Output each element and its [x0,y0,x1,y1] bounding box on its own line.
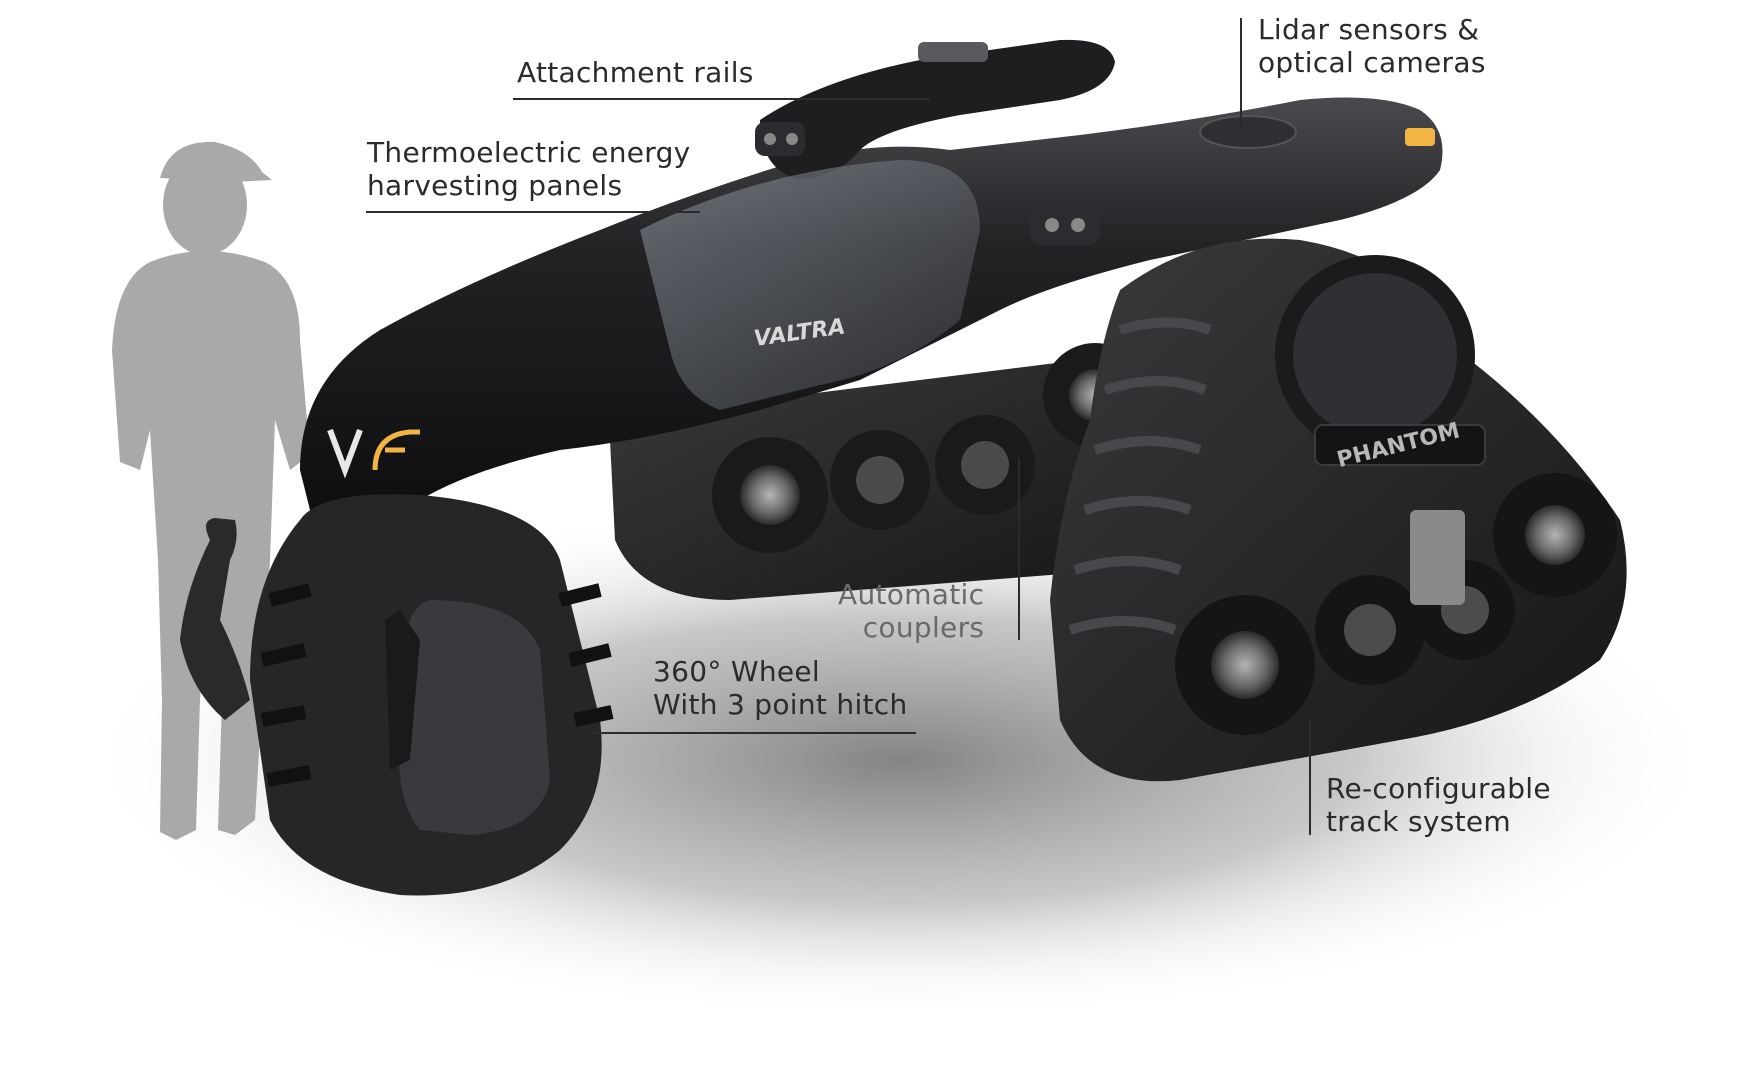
callout-thermo-line1: Thermoelectric energy [367,136,691,169]
callout-track-line2: track system [1326,805,1511,838]
callout-thermo: Thermoelectric energy harvesting panels [367,136,691,202]
callout-lidar: Lidar sensors & optical cameras [1258,13,1486,79]
attachment-rail-pad [918,42,988,62]
callout-thermo-line2: harvesting panels [367,169,623,202]
front-light [1405,128,1435,146]
vehicle-body [300,39,1443,514]
right-track [1050,238,1627,782]
lidar-sensor [1199,115,1297,149]
callout-couplers-line2: couplers [862,611,985,644]
camera-cluster [755,122,1100,245]
three-point-hitch [180,518,250,720]
callout-wheel-line1: 360° Wheel [653,655,821,688]
callout-couplers-line1: Automatic [838,578,985,611]
callout-track-line1: Re-configurable [1326,772,1551,805]
callout-track: Re-configurable track system [1326,772,1551,838]
callout-wheel-line2: With 3 point hitch [653,688,908,721]
thermoelectric-panel [640,160,980,410]
callout-couplers: Automatic couplers [838,578,984,644]
rear-left-track [610,343,1160,600]
callout-lidar-line2: optical cameras [1258,46,1486,79]
callout-attachment-rails: Attachment rails [517,56,754,89]
nose-emblem [327,428,420,479]
callout-lidar-line1: Lidar sensors & [1258,13,1480,46]
track-badge-plate [1314,424,1486,466]
omni-wheel [180,494,614,896]
callout-attachment-rails-text: Attachment rails [517,56,754,89]
callout-wheel: 360° Wheel With 3 point hitch [653,655,908,721]
callout-lines [366,18,1311,835]
